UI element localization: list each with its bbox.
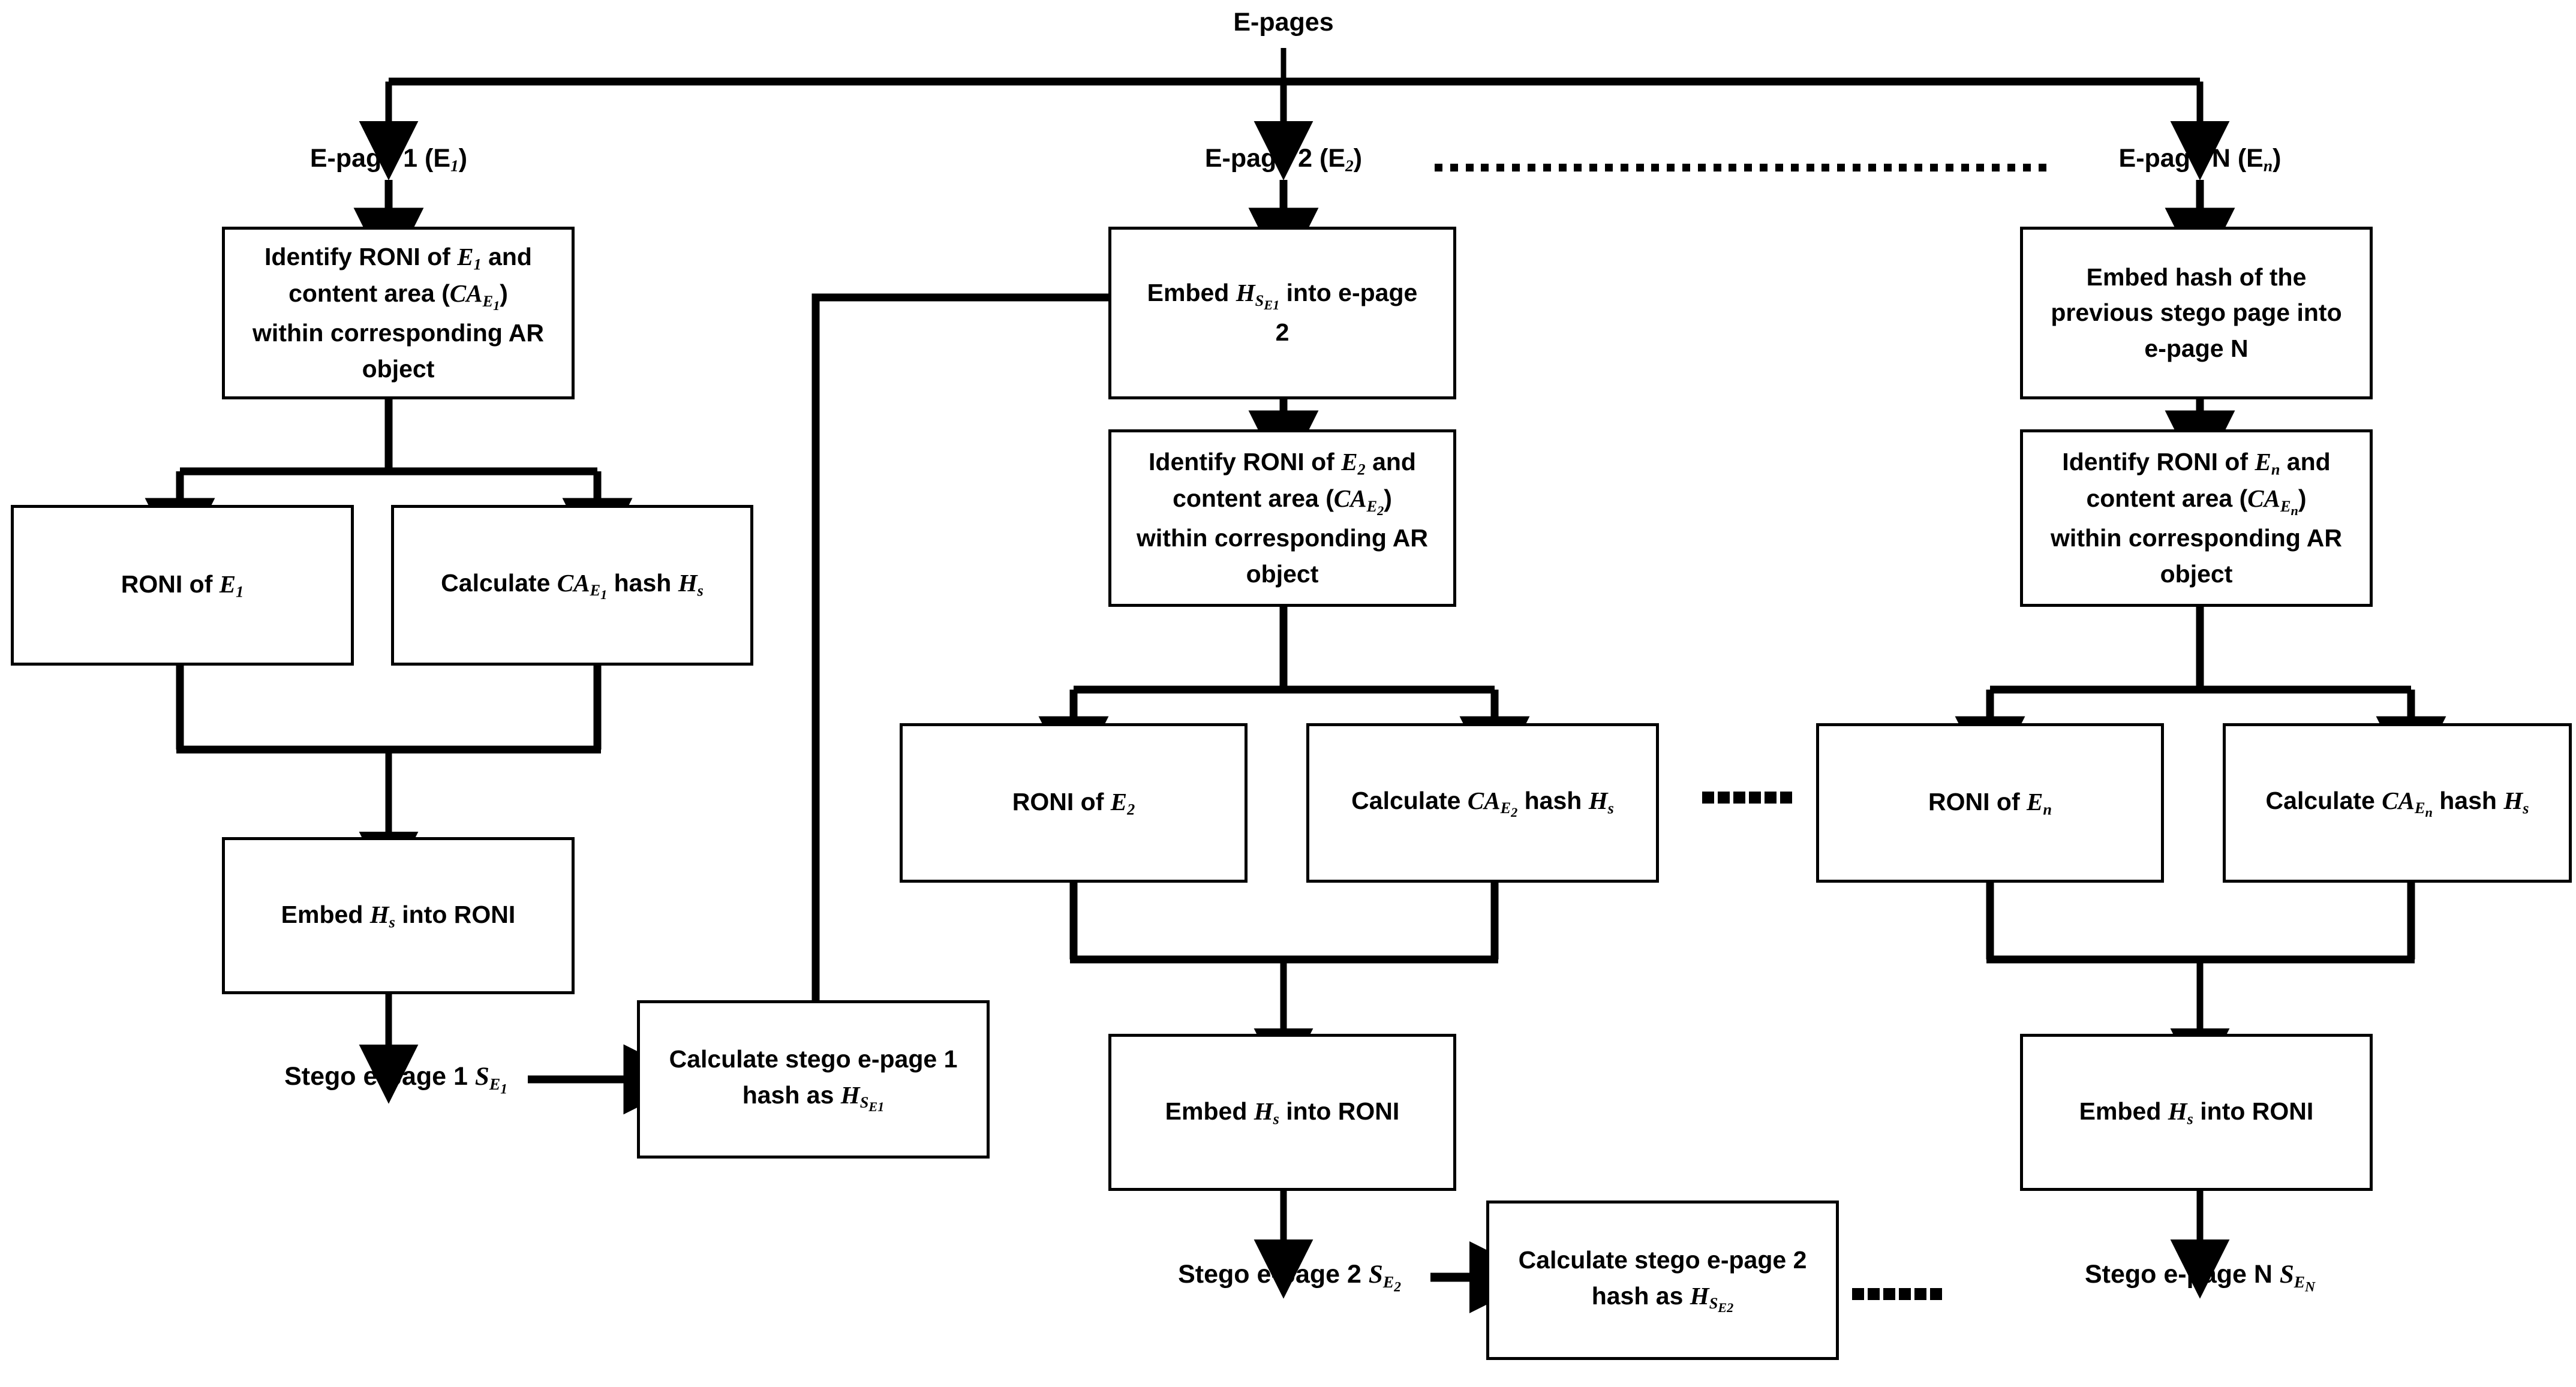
box-calculate-stego-hash-1[interactable]: Calculate stego e-page 1 hash as HSE1: [637, 1000, 990, 1159]
box-roni-e2[interactable]: RONI of E2: [900, 723, 1248, 883]
c1-hash-feedback-to-col2: [811, 262, 1291, 1004]
epages-title: E-pages: [1233, 8, 1334, 37]
box-embed-hs-into-roni-e2[interactable]: Embed Hs into RONI: [1108, 1034, 1456, 1191]
box-roni-e1[interactable]: RONI of E1: [11, 505, 354, 666]
box-identify-roni-e2[interactable]: Identify RONI of E2 and content area (CA…: [1108, 429, 1456, 607]
box-embed-prev-hash-e2[interactable]: Embed HSE1 into e-page 2: [1108, 227, 1456, 399]
label-stego-epage-n: Stego e-page N SEN: [2084, 1260, 2316, 1295]
box-identify-roni-e1[interactable]: Identify RONI of E1 and content area (CA…: [222, 227, 575, 399]
box-calculate-hash-e2[interactable]: Calculate CAE2 hash Hs: [1306, 723, 1659, 883]
column-label-epage-2: E-page 2 (E2): [1204, 144, 1363, 175]
column-label-epage-n: E-page N (En): [2118, 144, 2282, 175]
box-calculate-hash-en[interactable]: Calculate CAEn hash Hs: [2223, 723, 2572, 883]
ellipsis-dots-middle: [1702, 792, 1792, 804]
box-calculate-hash-e1[interactable]: Calculate CAE1 hash Hs: [391, 505, 753, 666]
box-embed-hs-into-roni-en[interactable]: Embed Hs into RONI: [2020, 1034, 2373, 1191]
label-stego-epage-2: Stego e-page 2 SE2: [1178, 1260, 1401, 1295]
box-roni-en[interactable]: RONI of En: [1816, 723, 2164, 883]
box-embed-hs-into-roni-e1[interactable]: Embed Hs into RONI: [222, 837, 575, 994]
ellipsis-dots-bottom: [1852, 1288, 1942, 1300]
column-label-epage-1: E-page 1 (E1): [309, 144, 468, 175]
box-embed-prev-hash-en[interactable]: Embed hash of the previous stego page in…: [2020, 227, 2373, 399]
label-stego-epage-1: Stego e-page 1 SE1: [284, 1062, 507, 1097]
box-identify-roni-en[interactable]: Identify RONI of En and content area (CA…: [2020, 429, 2373, 607]
ellipsis-dotted-top: [1435, 163, 2046, 172]
box-calculate-stego-hash-2[interactable]: Calculate stego e-page 2 hash as HSE2: [1486, 1201, 1839, 1360]
